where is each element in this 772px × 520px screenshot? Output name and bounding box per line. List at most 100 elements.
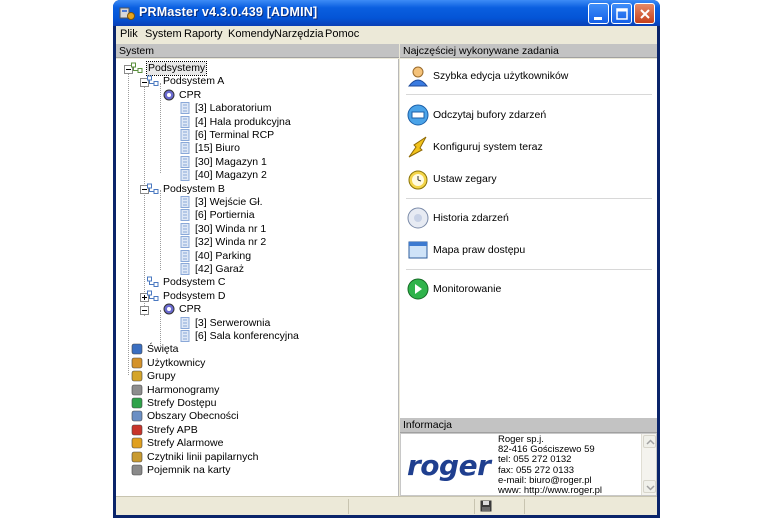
status-divider (524, 499, 525, 514)
fingerprint-icon (131, 451, 143, 462)
tree-node-label: Podsystem A (163, 75, 225, 88)
access-zone-icon (131, 397, 143, 409)
menu-pomoc[interactable]: Pomoc (325, 28, 360, 40)
info-line: 82-416 Gościszewo 59 (498, 444, 595, 456)
network-icon (131, 62, 143, 73)
close-button[interactable] (634, 3, 655, 24)
tree-node-label: Podsystem D (163, 289, 226, 302)
task-label: Monitorowanie (433, 283, 502, 295)
task-label: Historia zdarzeń (433, 212, 509, 224)
tree-node-label: CPR (179, 88, 202, 101)
tree-node-label: Strefy APB (147, 423, 198, 436)
tree-node-label: [42] Garaż (195, 263, 245, 275)
tree-node-label: Harmonogramy (147, 383, 220, 396)
tree-line (160, 310, 161, 346)
status-divider (474, 499, 475, 514)
tree-node-label: [32] Winda nr 2 (195, 236, 267, 249)
controller-icon (180, 115, 190, 128)
collapse-toggle[interactable] (140, 185, 149, 194)
info-line: fax: 055 272 0133 (498, 464, 575, 476)
tree-node-label: [40] Magazyn 2 (195, 169, 267, 182)
expand-toggle[interactable] (140, 293, 149, 302)
menu-system[interactable]: System (145, 28, 182, 40)
info-line: Roger sp.j. (498, 434, 544, 445)
close-icon (640, 9, 650, 19)
tree-line (144, 83, 145, 316)
info-line: tel: 055 272 0132 (498, 454, 572, 466)
apb-icon (131, 424, 143, 436)
gear-icon (163, 89, 175, 101)
status-divider (348, 499, 349, 514)
tree-node-label: [6] Terminal RCP (195, 129, 275, 141)
scroll-up-button[interactable] (643, 435, 656, 448)
app-icon (119, 7, 135, 20)
controller-icon (180, 102, 190, 115)
calendar-icon (131, 344, 143, 355)
save-icon[interactable] (480, 500, 492, 512)
gear-icon (163, 303, 175, 315)
tree-line (128, 70, 129, 375)
tree-node-label: [3] Wejście Gł. (195, 196, 263, 208)
alarm-clock-icon (408, 170, 428, 190)
info-scrollbar[interactable] (641, 434, 656, 495)
clock-icon (131, 384, 143, 395)
controller-icon (180, 236, 190, 249)
tree-node-label: Pojemnik na karty (147, 464, 231, 476)
monitoring-icon (407, 278, 429, 300)
minimize-button[interactable] (588, 3, 609, 24)
collapse-toggle[interactable] (124, 65, 133, 74)
tree-node-label: CPR (179, 303, 202, 316)
subsystem-icon (147, 183, 159, 194)
tree-node-label: [40] Parking (195, 249, 252, 262)
chevron-down-icon (646, 485, 655, 491)
divider (406, 269, 652, 270)
divider (406, 198, 652, 199)
tree-line (160, 83, 161, 173)
tasks-panel: Szybka edycja użytkowników Odczytaj bufo… (400, 59, 657, 419)
tree-node-label: [3] Serwerownia (195, 316, 271, 329)
tree-node-label: Podsystem B (163, 182, 225, 195)
window-title: PRMaster v4.3.0.439 [ADMIN] (139, 5, 318, 19)
collapse-toggle[interactable] (140, 78, 149, 87)
title-bar[interactable]: PRMaster v4.3.0.439 [ADMIN] (113, 0, 660, 26)
subsystem-icon (147, 75, 159, 87)
controller-icon (180, 316, 190, 329)
controller-icon (180, 155, 190, 168)
tree-node-label: Użytkownicy (147, 356, 206, 369)
controller-icon (180, 249, 190, 262)
tree-node-label: Grupy (147, 370, 176, 383)
subsystem-icon (147, 290, 159, 301)
client-area: Plik System Raporty Komendy Narzędzia Po… (116, 26, 657, 515)
tree-node-label: Podsystemy (145, 61, 208, 76)
maximize-button[interactable] (611, 3, 632, 24)
tree-node-label: Czytniki linii papilarnych (147, 450, 259, 463)
user-edit-icon (407, 66, 429, 87)
controller-icon (180, 142, 190, 155)
tree-node-label: [30] Winda nr 1 (195, 222, 267, 235)
scroll-down-button[interactable] (643, 480, 656, 493)
tree-node-label: Strefy Dostępu (147, 397, 217, 409)
configure-icon (408, 136, 427, 158)
menu-narzedzia[interactable]: Narzędzia (274, 28, 324, 40)
controller-icon (180, 330, 190, 342)
alarm-icon (131, 437, 143, 449)
access-map-icon (408, 241, 428, 259)
task-label: Szybka edycja użytkowników (433, 70, 569, 82)
history-icon (407, 207, 429, 229)
tree-node-label: Podsystem C (163, 276, 226, 289)
task-label: Mapa praw dostępu (433, 244, 526, 256)
controller-icon (180, 196, 190, 208)
task-label: Konfiguruj system teraz (433, 141, 543, 153)
status-bar (116, 496, 657, 515)
minimize-icon (594, 17, 602, 20)
maximize-icon (616, 8, 628, 20)
tree-node-label: [30] Magazyn 1 (195, 155, 267, 168)
controller-icon (180, 222, 190, 235)
menu-plik[interactable]: Plik (120, 28, 138, 40)
controller-icon (180, 263, 190, 275)
menu-raporty[interactable]: Raporty (184, 28, 223, 40)
info-line: www: http://www.roger.pl (498, 485, 603, 497)
menu-komendy[interactable]: Komendy (228, 28, 275, 40)
collapse-toggle[interactable] (140, 306, 149, 315)
